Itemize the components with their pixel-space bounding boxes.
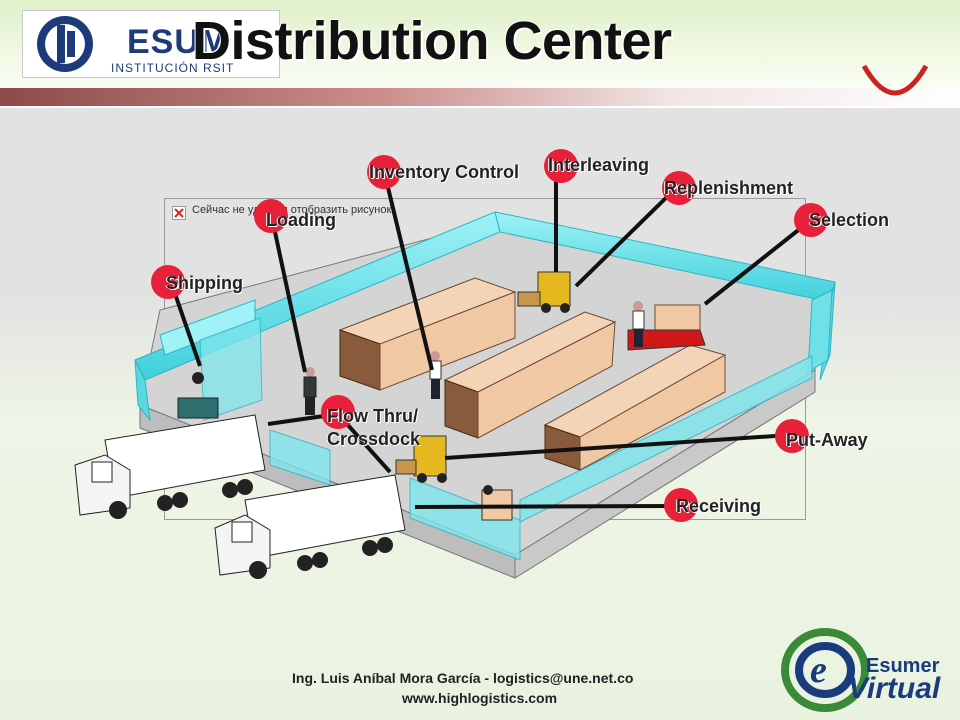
right-wall-face: [807, 289, 833, 373]
leader-loading: [270, 217, 307, 373]
label-interleaving: Interleaving: [548, 155, 650, 175]
marker-put-away: [775, 419, 809, 453]
page-title: Distribution Center: [192, 11, 672, 71]
truck-1: [74, 414, 266, 519]
left-wall: [134, 359, 151, 422]
leader-selection: [703, 222, 808, 306]
logo-emblem-icon: [37, 16, 93, 72]
office-wall: [199, 317, 263, 421]
brand-name: Esumer: [866, 655, 940, 677]
label-crossdock: Crossdock: [327, 429, 421, 449]
header-accent-bar: [0, 88, 960, 106]
corner-emblem-icon: [861, 64, 929, 96]
box-stack-2-side: [477, 321, 616, 439]
esumer-virtual-logo-icon: e: [781, 628, 869, 712]
marker-interleaving: [544, 149, 578, 183]
front-right-wall: [519, 355, 813, 523]
leader-shipping: [170, 284, 202, 367]
worker-shipping-desk: [177, 372, 219, 419]
worker-selection: [632, 301, 645, 347]
leader-inventory-control: [383, 174, 434, 371]
label-flow-thru: Flow Thru/: [327, 406, 418, 426]
label-selection: Selection: [809, 210, 890, 230]
marker-receiving: [664, 488, 698, 522]
worker-loading: [303, 367, 317, 415]
logo-subtitle: INSTITUCIÓN RSIT: [111, 61, 235, 75]
brand-virtual: Virtual: [848, 672, 941, 705]
forklift-2: [413, 435, 447, 477]
footer-website: www.highlogistics.com: [402, 690, 558, 706]
worker-receiving: [481, 485, 513, 521]
marker-selection: [794, 203, 828, 237]
worker-inventory: [429, 351, 442, 399]
truck-2: [214, 474, 406, 579]
dock-wall: [269, 429, 331, 486]
institution-logo: ESUM INSTITUCIÓN RSIT: [22, 10, 280, 78]
broken-image-icon: [172, 206, 186, 220]
footer-author: Ing. Luis Aníbal Mora García - logistics…: [292, 670, 634, 686]
label-shipping: Shipping: [166, 273, 243, 293]
label-receiving: Receiving: [676, 496, 762, 516]
marker-flow-thru: [321, 395, 355, 429]
marker-replenishment: [662, 171, 696, 205]
forklift-1: [537, 271, 571, 307]
box-stack-3-side: [579, 354, 726, 471]
logo-name: ESUM: [127, 23, 230, 61]
leader-receiving: [414, 504, 681, 509]
label-put-away: Put-Away: [786, 430, 868, 450]
label-loading: Loading: [266, 210, 336, 230]
leader-put-away: [444, 433, 791, 460]
marker-shipping: [151, 265, 185, 299]
box-stack-1-side: [379, 291, 516, 391]
label-inventory-control: Inventory Control: [369, 162, 520, 182]
broken-image-text: Сейчас не удается отобразить рисунок.: [192, 204, 395, 216]
floor-right-edge: [514, 369, 816, 579]
marker-inventory-control: [367, 155, 401, 189]
label-replenishment: Replenishment: [664, 178, 794, 198]
svg-text:e: e: [810, 649, 827, 691]
leader-replenishment: [574, 190, 674, 288]
marker-loading: [254, 199, 288, 233]
